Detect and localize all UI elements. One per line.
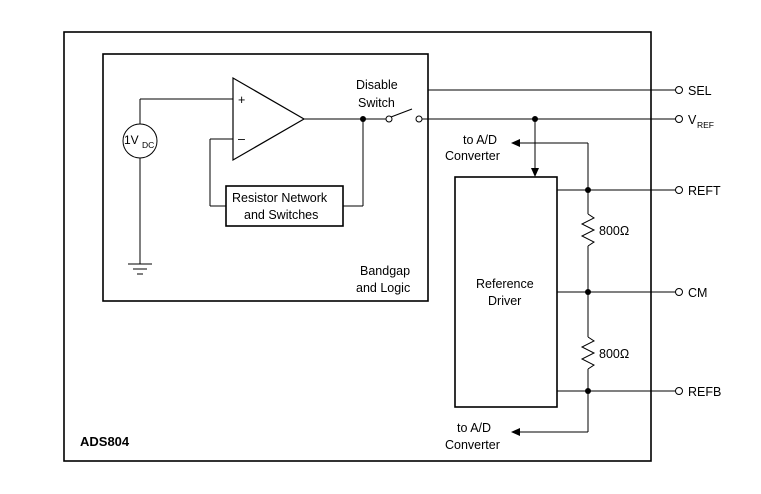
reft-pin-terminal	[675, 186, 683, 194]
opamp-plus-sign: +	[238, 93, 245, 107]
resistor-top-value: 800Ω	[599, 224, 629, 238]
opamp-output-junction	[360, 116, 366, 122]
sel-pin-terminal	[675, 86, 683, 94]
resistor-bottom-value: 800Ω	[599, 347, 629, 361]
vref-pin-label: V	[688, 113, 697, 127]
resistor-top-icon	[580, 213, 596, 247]
adc-bottom-label-2: Converter	[445, 438, 500, 452]
disable-switch-label-2: Switch	[358, 96, 395, 110]
ground-icon	[128, 263, 152, 275]
reference-driver-label-1: Reference	[476, 277, 534, 291]
disable-switch-label-1: Disable	[356, 78, 398, 92]
sel-pin-label: SEL	[688, 84, 712, 98]
cm-pin-terminal	[675, 288, 683, 296]
refb-pin-label: REFB	[688, 385, 721, 399]
reference-driver-label-2: Driver	[488, 294, 521, 308]
refb-pin-terminal	[675, 387, 683, 395]
reft-pin-label: REFT	[688, 184, 721, 198]
voltage-source-label: 1V	[124, 133, 139, 147]
bandgap-label-2: and Logic	[356, 281, 410, 295]
reference-driver-block	[454, 176, 558, 408]
disable-switch-icon	[385, 108, 423, 123]
adc-top-label-1: to A/D	[463, 133, 497, 147]
resistor-network-label-2: and Switches	[244, 208, 318, 222]
adc-bottom-label-1: to A/D	[457, 421, 491, 435]
adc-bottom-arrow	[511, 428, 520, 436]
chip-outline	[63, 31, 652, 462]
resistor-network-label-1: Resistor Network	[232, 191, 328, 205]
bandgap-label-1: Bandgap	[360, 264, 410, 278]
voltage-source-sublabel: DC	[142, 140, 154, 150]
adc-top-label-2: Converter	[445, 149, 500, 163]
resistor-bottom-icon	[580, 336, 596, 370]
opamp-symbol	[232, 76, 306, 162]
vref-pin-terminal	[675, 115, 683, 123]
cm-pin-label: CM	[688, 286, 707, 300]
adc-top-arrow	[511, 139, 520, 147]
bandgap-logic-block	[102, 53, 429, 302]
opamp-minus-sign: –	[238, 132, 245, 146]
vref-pin-sublabel: REF	[697, 120, 714, 130]
vref-to-driver-arrow	[531, 168, 539, 177]
chip-name-label: ADS804	[80, 434, 130, 449]
